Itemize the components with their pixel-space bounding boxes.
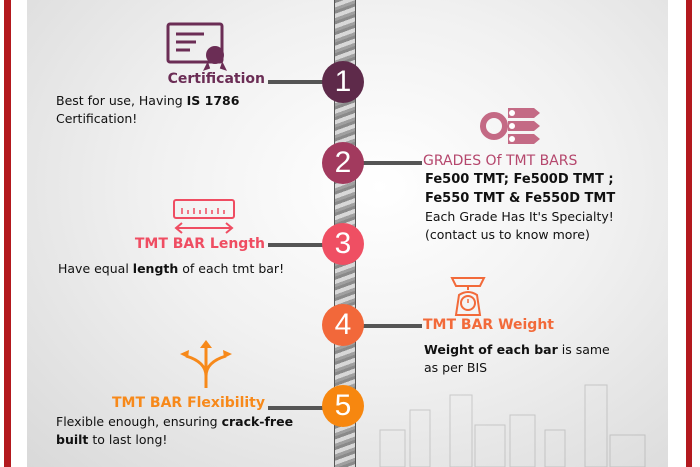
step1-title: Certification — [167, 71, 265, 87]
step5-title: TMT BAR Flexibility — [112, 395, 265, 411]
step2-circle: 2 — [322, 142, 364, 184]
step3-title: TMT BAR Length — [134, 236, 265, 252]
step5-description: Flexible enough, ensuring crack-free bui… — [56, 414, 294, 447]
scale-icon — [450, 277, 486, 316]
step3-connector — [268, 243, 328, 247]
step2-grades-line1: Fe500 TMT; Fe500D TMT ; — [425, 172, 614, 187]
flex-arrows-icon — [180, 340, 232, 388]
step4-connector — [360, 324, 422, 328]
ruler-icon — [173, 199, 235, 234]
left-border — [4, 0, 11, 467]
grades-icon — [480, 108, 540, 144]
step2-contact: (contact us to know more) — [425, 227, 590, 242]
right-border — [686, 0, 692, 467]
step5-circle: 5 — [322, 385, 364, 427]
step4-circle: 4 — [322, 304, 364, 346]
step2-grades-line2: Fe550 TMT & Fe550D TMT — [425, 191, 616, 206]
step2-specialty: Each Grade Has It's Specialty! — [425, 209, 614, 224]
city-skyline-sketch — [379, 384, 646, 467]
step4-title: TMT BAR Weight — [423, 317, 554, 333]
step3-description: Have equal length of each tmt bar! — [58, 261, 285, 276]
step1-circle: 1 — [322, 61, 364, 103]
certificate-icon — [166, 22, 227, 71]
step2-connector — [360, 161, 422, 165]
step1-connector — [268, 80, 328, 84]
step4-description: Weight of each bar is same as per BIS — [424, 342, 610, 375]
step1-description: Best for use, Having IS 1786 Certificati… — [56, 93, 240, 126]
step5-connector — [268, 406, 328, 410]
step3-circle: 3 — [322, 223, 364, 265]
step2-title: GRADES Of TMT BARS — [423, 153, 578, 169]
